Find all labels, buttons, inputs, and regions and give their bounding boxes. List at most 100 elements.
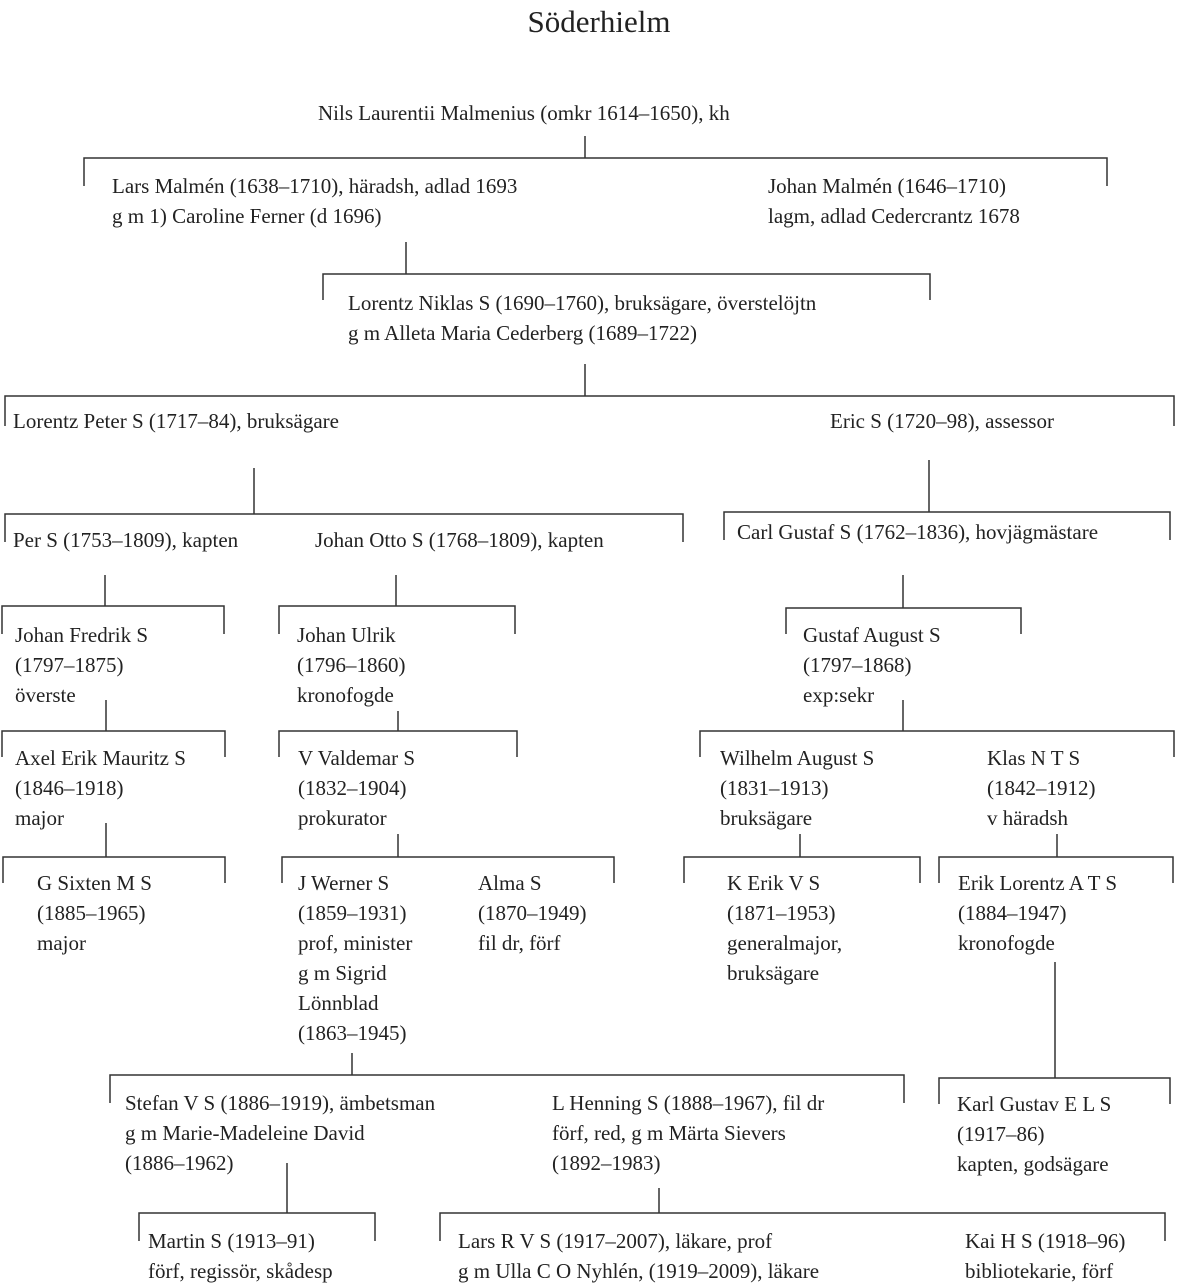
connector-johan-otto [278, 575, 516, 634]
person-line: Per S (1753–1809), kapten [13, 528, 239, 552]
connector-l-henning [439, 1188, 1166, 1241]
connector-johan-ulrik [278, 711, 518, 757]
person-eric: Eric S (1720–98), assessor [830, 406, 1054, 436]
person-line: Johan Fredrik S [15, 623, 148, 647]
person-line: g m 1) Caroline Ferner (d 1696) [112, 204, 382, 228]
person-line: V Valdemar S [298, 746, 416, 770]
person-line: (1871–1953) [727, 901, 836, 925]
person-klas: Klas N T S (1842–1912) v häradsh [987, 743, 1096, 833]
person-line: lagm, adlad Cedercrantz 1678 [768, 204, 1020, 228]
person-line: bibliotekarie, förf [965, 1259, 1114, 1283]
connector-erik-lorentz [938, 962, 1171, 1104]
person-line: v häradsh [987, 806, 1069, 830]
person-line: K Erik V S [727, 871, 821, 895]
person-wilhelm-august: Wilhelm August S(1831–1913)bruksägare [720, 743, 874, 833]
person-line: Carl Gustaf S (1762–1836), hovjägmästare [737, 520, 1099, 544]
person-line: Karl Gustav E L S [957, 1092, 1112, 1116]
person-per: Per S (1753–1809), kapten [13, 525, 238, 555]
person-line: Lorentz Peter S (1717–84), bruksägare [13, 409, 339, 433]
person-line: Alma S [478, 871, 542, 895]
person-line: g m Alleta Maria Cederberg (1689–1722) [348, 321, 697, 345]
person-line: Martin S (1913–91) [148, 1229, 315, 1253]
person-line: (1863–1945) [298, 1021, 407, 1045]
person-line: Klas N T S [987, 746, 1081, 770]
person-line: bruksägare [727, 961, 820, 985]
person-line: fil dr, förf [478, 931, 561, 955]
person-line: (1892–1983) [552, 1151, 661, 1175]
person-karl-gustav: Karl Gustav E L S (1917–86) kapten, godsäg… [957, 1089, 1111, 1179]
person-l-henning: L Henning S (1888–1967), fil dr förf, red… [552, 1088, 824, 1178]
connector-lorentz-niklas [4, 364, 1175, 426]
person-line: J Werner S [298, 871, 390, 895]
person-v-valdemar: V Valdemar S (1832–1904) prokurator [298, 743, 415, 833]
connector-v-valdemar [281, 834, 615, 883]
person-line: (1886–1962) [125, 1151, 234, 1175]
person-line: Johan Malmén (1646–1710) [768, 174, 1006, 198]
person-line: L Henning S (1888–1967), fil dr [552, 1091, 825, 1115]
person-line: g m Marie-Madeleine David [125, 1121, 365, 1145]
person-line: (1917–86) [957, 1122, 1045, 1146]
person-line: Erik Lorentz A T S [958, 871, 1118, 895]
person-line: g m Sigrid [298, 961, 387, 985]
person-martin: Martin S (1913–91)förf, regissör, skådes… [148, 1226, 333, 1286]
connector-johan-fredrik [1, 700, 226, 757]
person-line: prof, minister [298, 931, 413, 955]
person-johan-ulrik: Johan Ulrik (1796–1860) kronofogde [297, 620, 406, 710]
person-line: major [15, 806, 64, 830]
person-line: kapten, godsägare [957, 1152, 1109, 1176]
person-johan-otto: Johan Otto S (1768–1809), kapten [315, 525, 604, 555]
person-axel-erik: Axel Erik Mauritz S (1846–1918) major [15, 743, 186, 833]
person-line: Gustaf August S [803, 623, 941, 647]
person-line: (1870–1949) [478, 901, 587, 925]
person-line: (1832–1904) [298, 776, 407, 800]
person-alma: Alma S (1870–1949) fil dr, förf [478, 868, 587, 958]
person-line: (1846–1918) [15, 776, 124, 800]
connector-eric [723, 460, 1171, 540]
person-line: (1859–1931) [298, 901, 407, 925]
person-line: Axel Erik Mauritz S [15, 746, 186, 770]
connector-lorentz-peter [4, 468, 684, 542]
person-line: överste [15, 683, 76, 707]
connector-axel-erik [2, 823, 226, 883]
connector-klas [938, 834, 1174, 883]
person-line: prokurator [298, 806, 387, 830]
connector-wilhelm-august [683, 834, 921, 883]
person-line: (1885–1965) [37, 901, 146, 925]
person-johan-fredrik: Johan Fredrik S(1797–1875)överste [15, 620, 148, 710]
person-line: Nils Laurentii Malmenius (omkr 1614–1650… [318, 101, 730, 125]
person-line: (1884–1947) [958, 901, 1067, 925]
person-line: Wilhelm August S [720, 746, 875, 770]
person-line: Johan Otto S (1768–1809), kapten [315, 528, 604, 552]
person-line: Stefan V S (1886–1919), ämbetsman [125, 1091, 436, 1115]
person-stefan: Stefan V S (1886–1919), ämbetsman g m Mar… [125, 1088, 435, 1178]
person-line: (1796–1860) [297, 653, 406, 677]
person-k-erik: K Erik V S (1871–1953) generalmajor, bruksä… [727, 868, 842, 988]
person-line: Lars Malmén (1638–1710), häradsh, adlad … [112, 174, 518, 198]
person-erik-lorentz: Erik Lorentz A T S(1884–1947)kronofogde [958, 868, 1117, 958]
person-line: G Sixten M S [37, 871, 152, 895]
person-line: generalmajor, [727, 931, 843, 955]
person-line: Eric S (1720–98), assessor [830, 409, 1054, 433]
person-line: bruksägare [720, 806, 813, 830]
person-line: förf, red, g m Märta Sievers [552, 1121, 786, 1145]
person-line: (1797–1868) [803, 653, 912, 677]
person-line: kronofogde [297, 683, 394, 707]
person-nils: Nils Laurentii Malmenius (omkr 1614–1650… [318, 98, 730, 128]
connector-carl-gustaf [785, 575, 1022, 634]
person-g-sixten: G Sixten M S(1885–1965)major [37, 868, 152, 958]
person-line: Kai H S (1918–96) [965, 1229, 1126, 1253]
page-title: Söderhielm [527, 4, 671, 39]
person-line: Lars R V S (1917–2007), läkare, prof [458, 1229, 773, 1253]
connector-gustaf-august [699, 700, 1175, 757]
person-line: (1842–1912) [987, 776, 1096, 800]
person-line: Johan Ulrik [297, 623, 396, 647]
person-line: exp:sekr [803, 683, 875, 707]
connector-nils [83, 136, 1108, 186]
connector-per [1, 575, 225, 634]
person-j-werner: J Werner S (1859–1931) prof, minister g m S… [298, 868, 412, 1048]
person-line: Lönnblad [298, 991, 379, 1015]
person-kai: Kai H S (1918–96) bibliotekarie, förf [965, 1226, 1125, 1286]
person-lars: Lars Malmén (1638–1710), häradsh, adlad … [112, 171, 517, 231]
